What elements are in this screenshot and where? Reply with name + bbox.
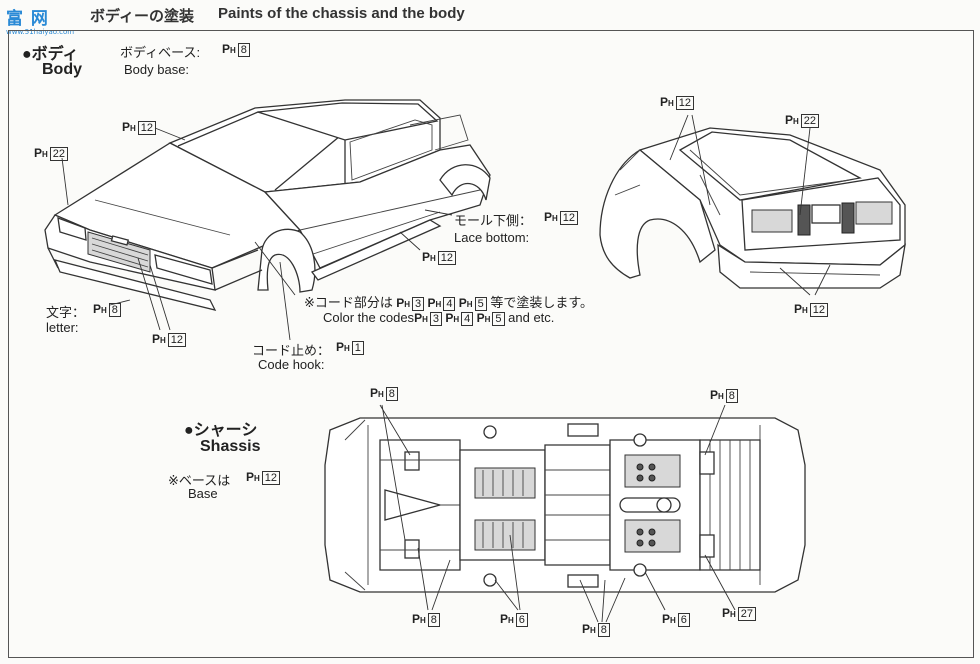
front-radiator-grille (474, 467, 536, 551)
logo-text: 富 网 (6, 9, 49, 29)
letter-en: letter: (46, 320, 79, 335)
instruction-frame (8, 30, 974, 658)
chassis-heading-en: Shassis (200, 438, 261, 455)
page-header: 富 网 www.51haiyao.com ボディーの塗装 Paints of t… (0, 0, 980, 36)
section-title-en: Paints of the chassis and the body (218, 5, 465, 22)
lace-bottom-jp: モール下側： (454, 213, 533, 228)
lace-bottom-en: Lace bottom: (454, 230, 530, 245)
code-hook-jp: コード止め： (252, 343, 331, 358)
letter-jp: 文字： (46, 305, 86, 320)
chassis-base-jp: ※ベースは (168, 473, 231, 488)
body-heading-jp: ●ボディ (22, 46, 79, 63)
section-title-jp: ボディーの塗装 (90, 8, 194, 25)
watermark-logo: 富 网 www.51haiyao.com (6, 4, 74, 38)
logo-url: www.51haiyao.com (6, 28, 75, 36)
body-heading-en: Body (42, 61, 82, 78)
chassis-base-en: Base (188, 486, 218, 501)
body-base-jp: ボディベース: (120, 45, 201, 60)
code-hook-en: Code hook: (258, 357, 325, 372)
chassis-heading-jp: ●シャーシ (184, 422, 258, 439)
body-base-en: Body base: (124, 62, 190, 77)
